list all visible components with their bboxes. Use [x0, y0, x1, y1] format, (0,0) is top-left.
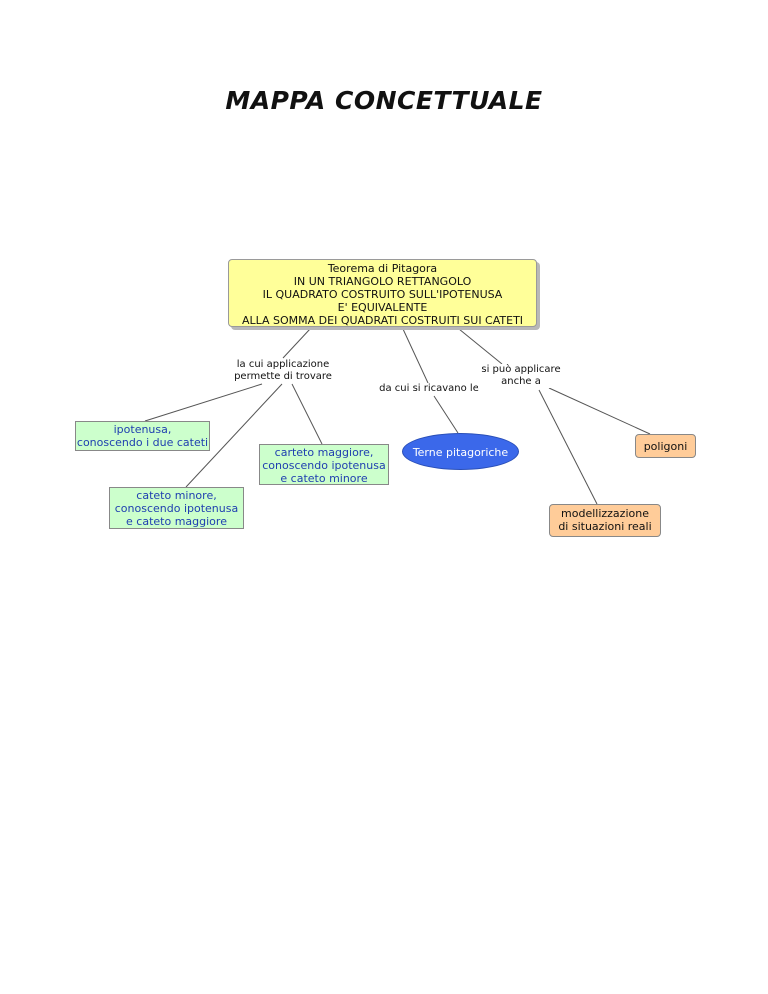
- node-cateto-minore: cateto minore, conoscendo ipotenusa e ca…: [109, 487, 244, 529]
- node-line: e cateto minore: [280, 472, 368, 485]
- main-concept-theorem: Teorema di Pitagora IN UN TRIANGOLO RETT…: [228, 259, 537, 327]
- node-cateto-maggiore: carteto maggiore, conoscendo ipotenusa e…: [259, 444, 389, 485]
- main-concept-line: IN UN TRIANGOLO RETTANGOLO: [293, 275, 472, 288]
- main-concept-line: E' EQUIVALENTE: [337, 301, 428, 314]
- page-title: MAPPA CONCETTUALE: [225, 86, 543, 115]
- node-terne-pitagoriche: Terne pitagoriche: [402, 433, 519, 470]
- node-poligoni: poligoni: [635, 434, 696, 458]
- node-line: ipotenusa,: [113, 423, 172, 436]
- link-label-applicazione: la cui applicazione permette di trovare: [228, 359, 338, 383]
- node-ipotenusa: ipotenusa, conoscendo i due cateti: [75, 421, 210, 451]
- main-concept-line: IL QUADRATO COSTRUITO SULL'IPOTENUSA: [262, 288, 503, 301]
- node-line: carteto maggiore,: [274, 446, 374, 459]
- node-line: conoscendo ipotenusa: [114, 502, 239, 515]
- connector-applicare-to-poligoni: [548, 387, 651, 435]
- node-line: modellizzazione: [561, 507, 649, 520]
- main-concept-line: ALLA SOMMA DEI QUADRATI COSTRUITI SUI CA…: [241, 314, 524, 327]
- node-line: conoscendo i due cateti: [76, 436, 209, 449]
- link-label-line: da cui si ricavano le: [379, 383, 479, 394]
- link-label-line: si può applicare: [481, 364, 561, 375]
- connector-ricavano-to-terne: [433, 395, 459, 434]
- connector-applicazione-to-ipotenusa: [144, 383, 263, 422]
- node-line: poligoni: [643, 440, 688, 453]
- link-label-applicare: si può applicare anche a: [478, 364, 564, 388]
- node-line: cateto minore,: [136, 489, 217, 502]
- node-line: conoscendo ipotenusa: [262, 459, 386, 472]
- connector-main-to-ricavano: [402, 328, 429, 384]
- node-line: di situazioni reali: [558, 520, 652, 533]
- connector-main-to-applicare: [458, 328, 503, 365]
- link-label-line: anche a: [501, 376, 541, 387]
- connector-applicazione-to-cateto-maggiore: [291, 383, 323, 445]
- node-line: Terne pitagoriche: [412, 446, 509, 459]
- node-modellizzazione: modellizzazione di situazioni reali: [549, 504, 661, 537]
- connector-main-to-applicazione: [282, 328, 311, 359]
- link-label-ricavano: da cui si ricavano le: [372, 383, 486, 395]
- main-concept-line: Teorema di Pitagora: [327, 262, 438, 275]
- link-label-line: la cui applicazione: [236, 359, 330, 370]
- node-line: e cateto maggiore: [126, 515, 227, 528]
- link-label-line: permette di trovare: [234, 371, 332, 382]
- connector-applicazione-to-cateto-minore: [185, 383, 283, 488]
- connector-applicare-to-modellizzazione: [538, 389, 598, 505]
